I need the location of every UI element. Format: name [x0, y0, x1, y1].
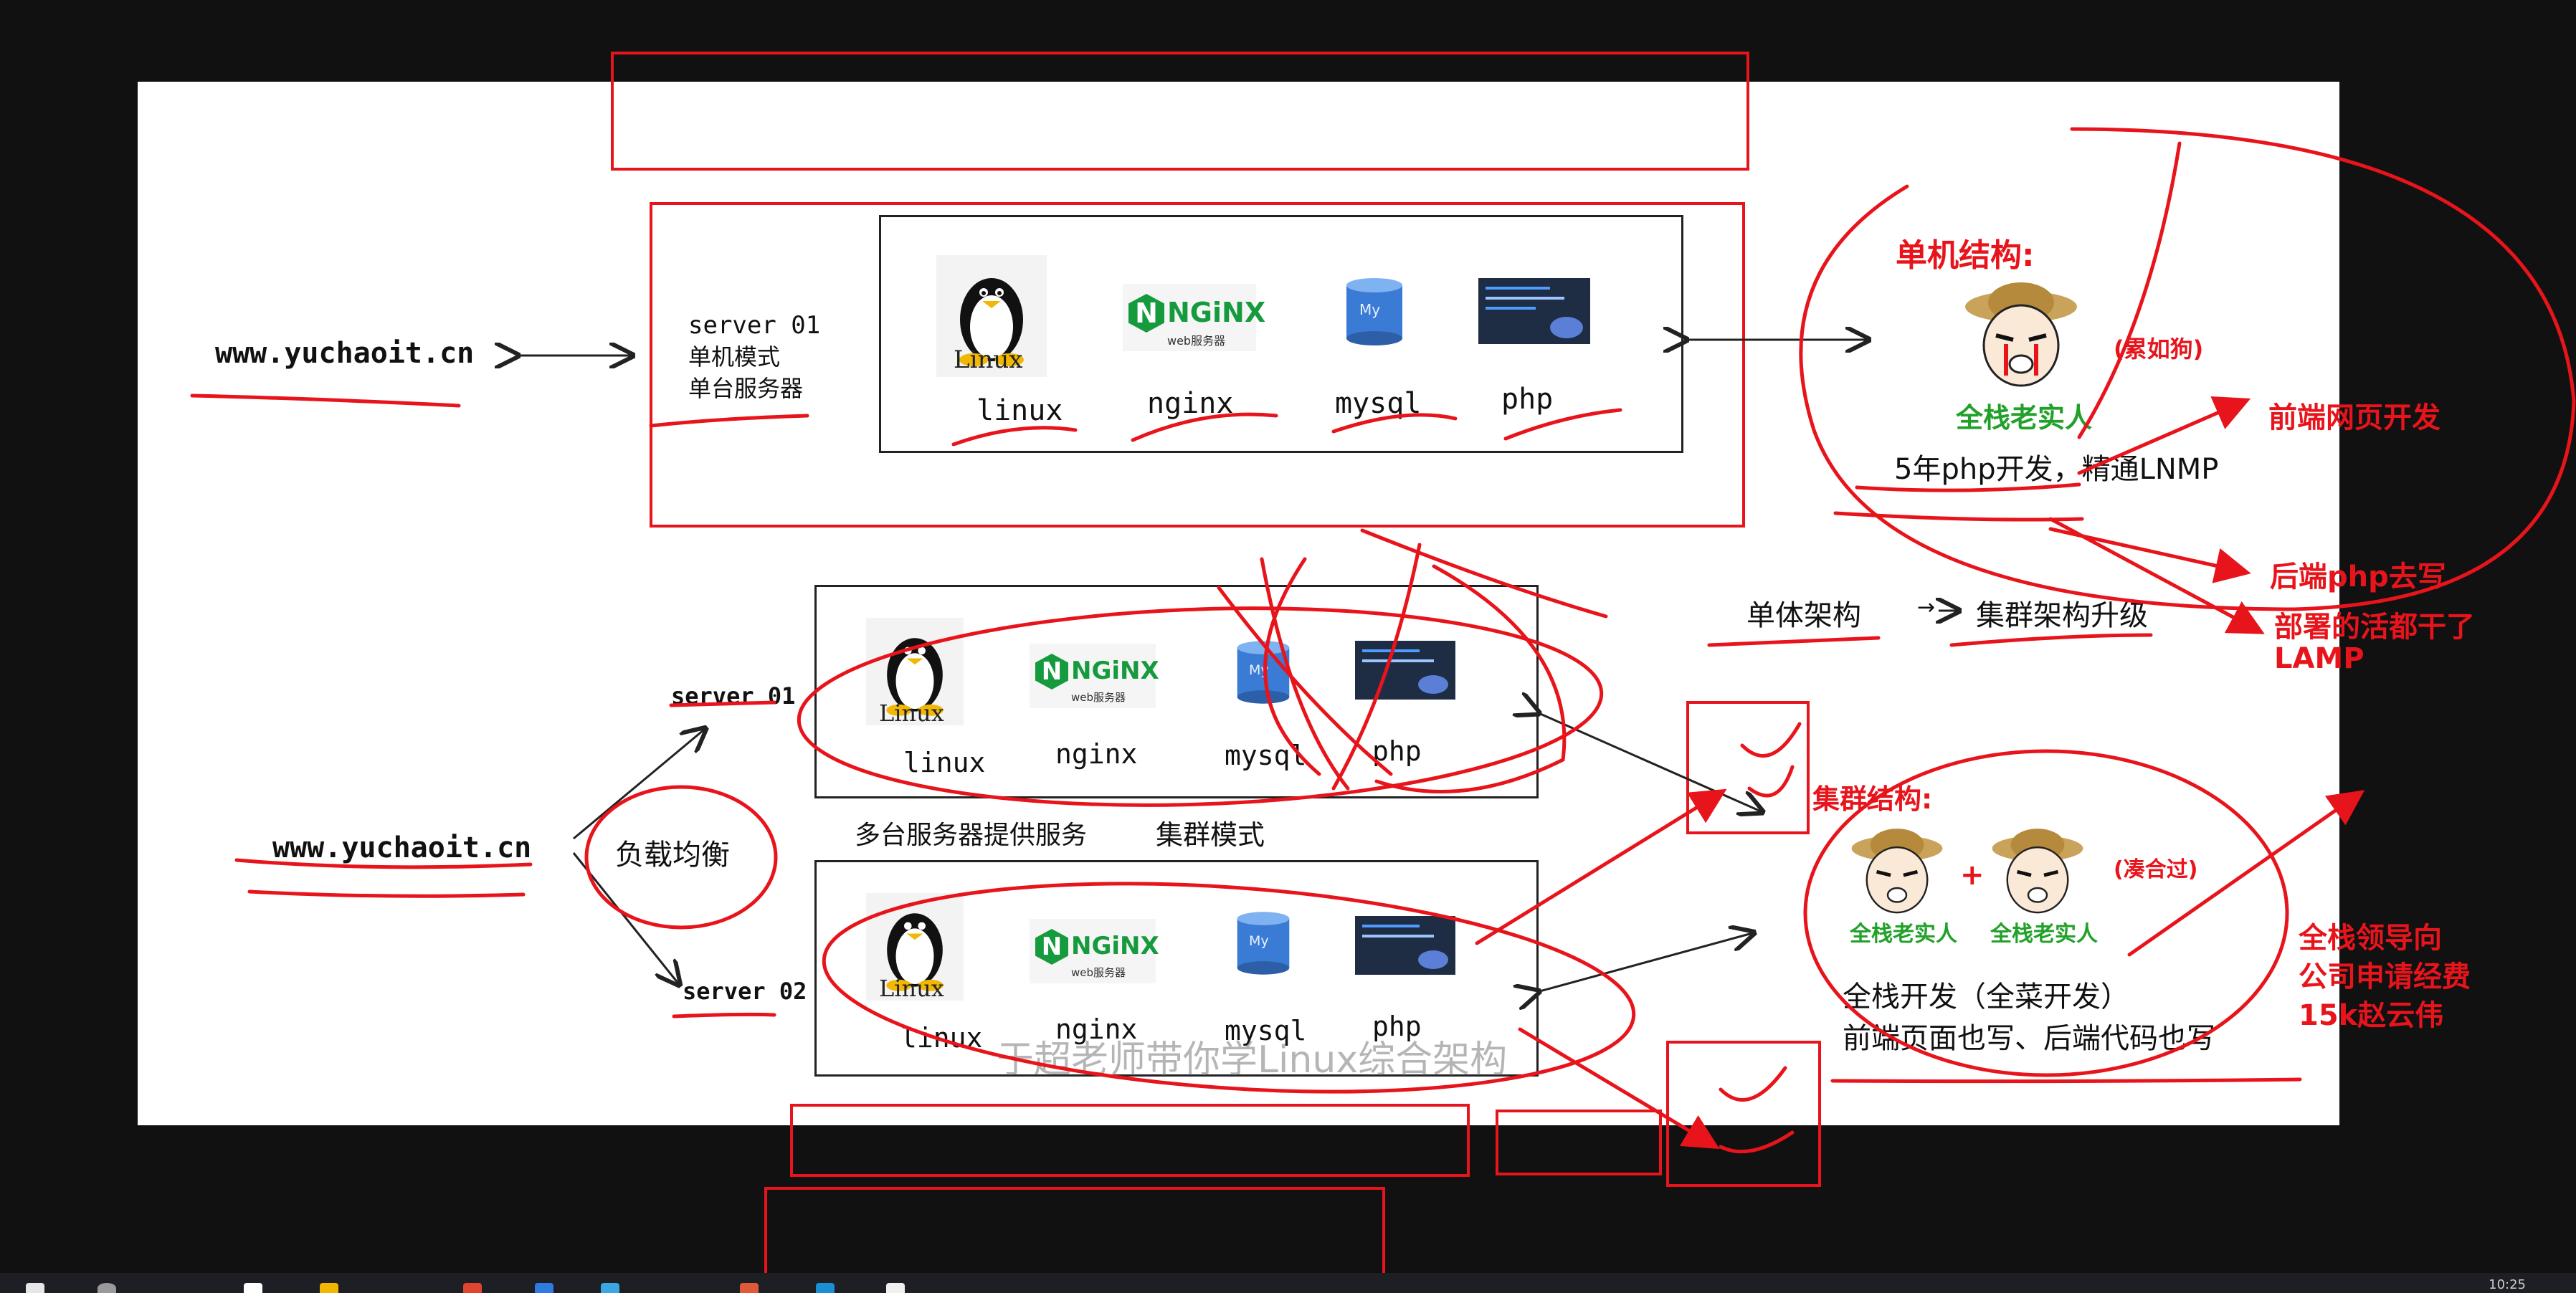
search-icon[interactable] — [98, 1283, 116, 1293]
app-icon-yellow[interactable] — [320, 1283, 338, 1293]
taskbar-clock[interactable]: 10:25 — [2489, 1277, 2526, 1292]
app-icon-active[interactable] — [740, 1283, 759, 1293]
file-explorer-icon[interactable] — [244, 1283, 262, 1293]
app-icon-red[interactable] — [463, 1283, 482, 1293]
start-icon[interactable] — [26, 1283, 44, 1293]
app-icon-blue[interactable] — [535, 1283, 553, 1293]
app-icon-cyan[interactable] — [601, 1283, 619, 1293]
app-icon-teal[interactable] — [816, 1283, 835, 1293]
taskbar — [0, 1273, 2576, 1293]
app-icon-white[interactable] — [886, 1283, 905, 1293]
